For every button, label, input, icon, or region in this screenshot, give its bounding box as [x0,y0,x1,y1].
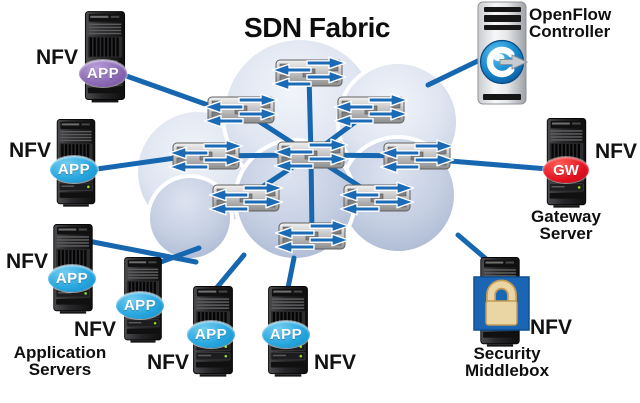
link-line [94,155,178,172]
app-badge: APP [50,156,98,183]
nfv-label: NFV [36,46,78,69]
caption-line: Application [13,343,107,362]
gateway-server-caption: Gateway Server [520,208,612,242]
link-line [211,252,247,294]
link-line [85,238,199,265]
link-line [447,158,551,172]
app-badge: APP [262,321,310,348]
nfv-label: NFV [6,250,48,273]
sdn-switch-icon [168,139,244,174]
openflow-controller-caption: OpenFlow Controller [529,6,611,40]
nfv-label: NFV [9,139,51,162]
link-line [425,54,489,88]
sdn-switch-icon [379,139,455,174]
caption-line: OpenFlow [529,5,612,24]
security-middlebox-caption: Security Middlebox [452,345,562,379]
openflow-logo-icon [479,39,529,85]
openflow-controller-tower-icon [477,1,529,105]
application-servers-caption: Application Servers [2,344,118,378]
nfv-label: NFV [530,316,572,339]
app-badge: APP [48,265,96,292]
sdn-switch-icon [273,138,349,173]
padlock-icon [485,279,518,326]
caption-line: Servers [28,360,92,379]
caption-line: Security [473,344,541,363]
diagram-title: SDN Fabric [244,12,390,43]
app-badge: APP [187,321,235,348]
app-badge: APP [116,292,164,319]
sdn-switch-icon [339,181,415,216]
sdn-switch-icon [203,93,279,128]
nfv-label: NFV [74,318,116,341]
gw-badge: GW [543,157,589,183]
security-panel [473,276,530,331]
server-tower-icon [84,11,126,103]
nfv-label: NFV [314,351,356,374]
sdn-switch-icon [274,219,350,254]
caption-line: Server [539,224,593,243]
link-line [115,70,225,113]
link-line [155,245,202,266]
caption-line: Middlebox [464,361,550,380]
sdn-switch-icon [333,93,409,128]
sdn-switch-icon [208,181,284,216]
link-line [285,255,297,291]
sdn-switch-icon [271,56,347,91]
nfv-label: NFV [595,140,637,163]
app-badge: APP [79,60,127,87]
nfv-label: NFV [147,351,189,374]
caption-line: Controller [529,22,611,41]
caption-line: Gateway [531,207,601,226]
